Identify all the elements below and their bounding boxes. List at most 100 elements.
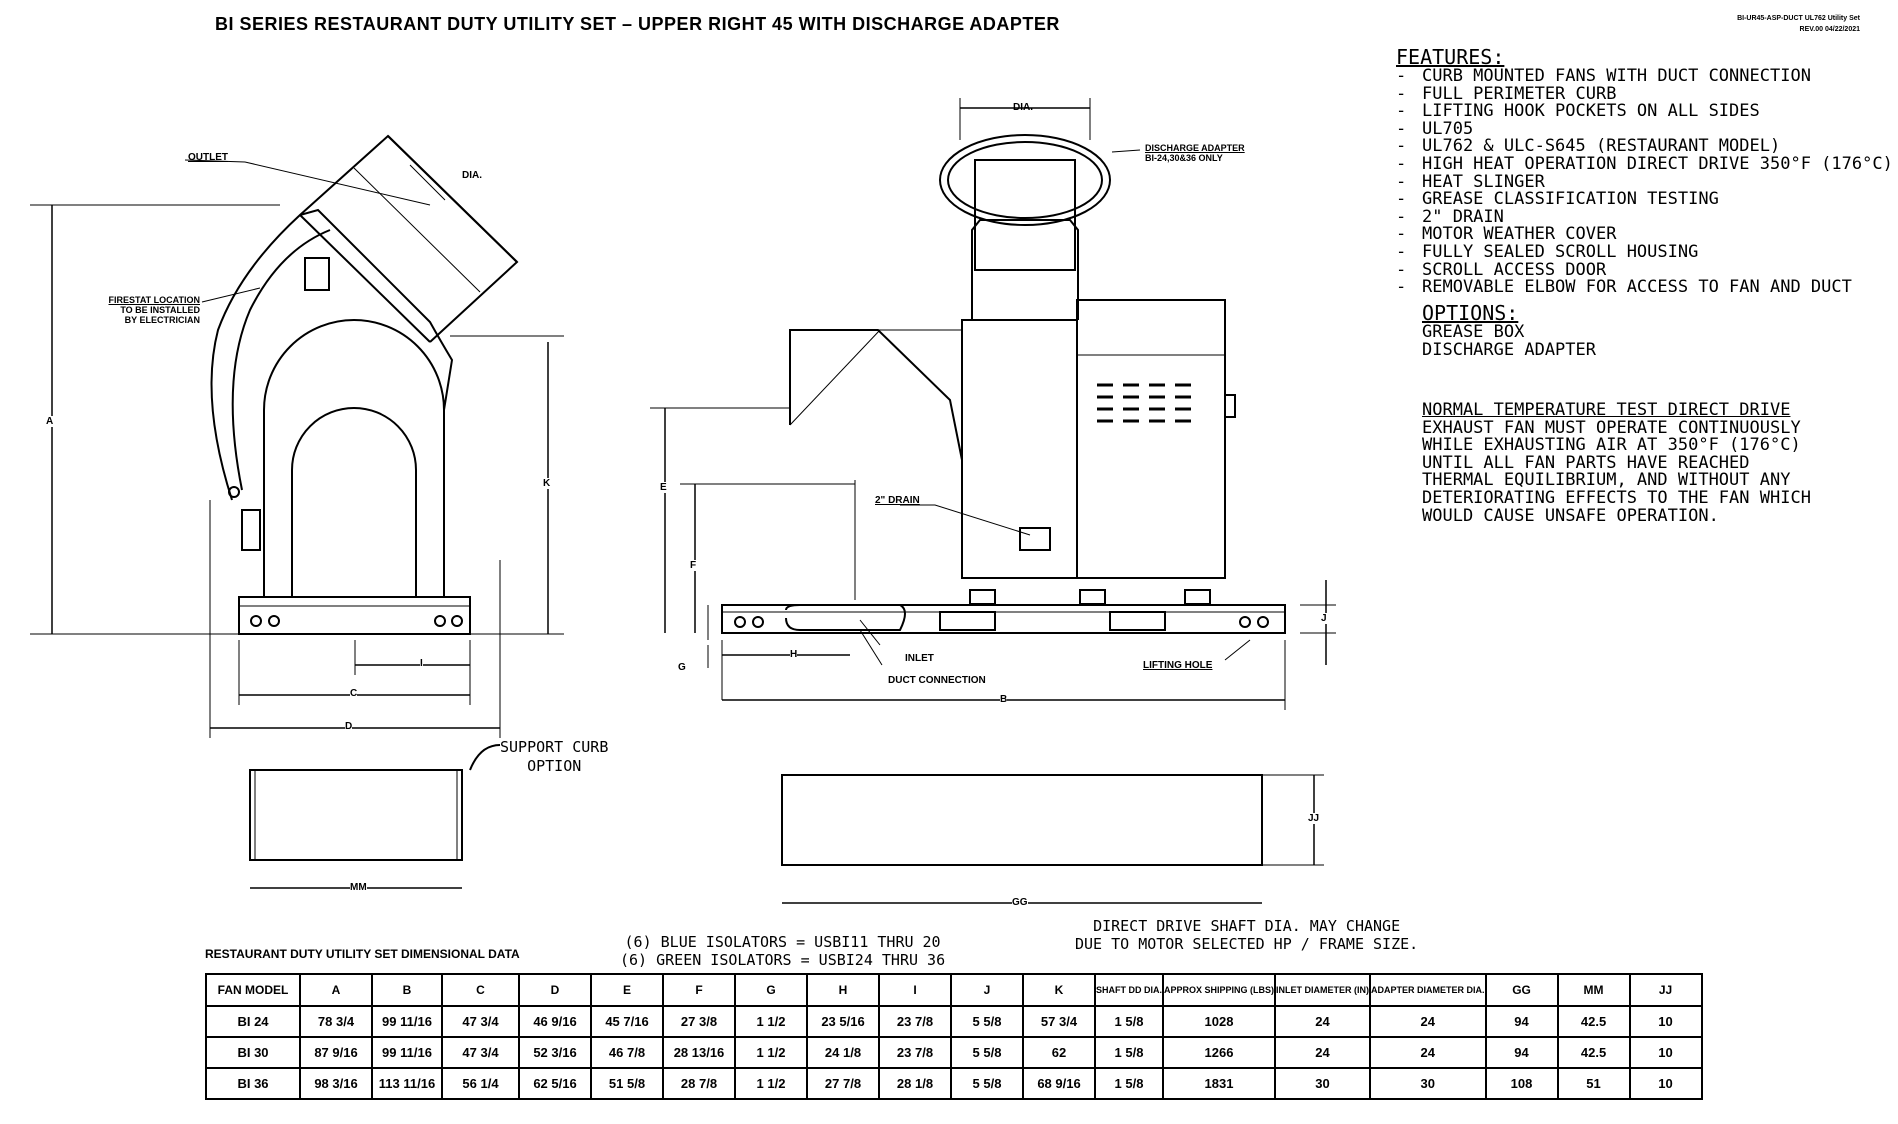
table-cell: 87 9/16 [299,1036,373,1069]
duct-connection-label: DUCT CONNECTION [888,675,986,686]
table-cell: 23 7/8 [878,1005,952,1038]
table-cell: 5 5/8 [950,1036,1024,1069]
table-cell: 62 5/16 [518,1067,592,1100]
table-cell: 28 1/8 [878,1067,952,1100]
dim-mm: MM [350,882,367,893]
feature-item: UL762 & ULC-S645 (RESTAURANT MODEL) [1396,138,1893,156]
feature-item: GREASE CLASSIFICATION TESTING [1396,191,1893,209]
option-item: GREASE BOX [1422,322,1525,342]
drain-label: 2" DRAIN [875,495,920,506]
dim-gg: GG [1012,897,1028,908]
feature-item: LIFTING HOOK POCKETS ON ALL SIDES [1396,103,1893,121]
inlet-label: INLET [905,653,934,664]
feature-item: REMOVABLE ELBOW FOR ACCESS TO FAN AND DU… [1396,279,1893,297]
col-d: D [518,973,592,1007]
col-k: K [1022,973,1096,1007]
feature-item: UL705 [1396,120,1893,139]
table-cell: 45 7/16 [590,1005,664,1038]
table-header-row: FAN MODEL A B C D E F G H I J K SHAFT DD… [205,973,1703,1007]
col-jj: JJ [1628,973,1703,1007]
revision-line-1: BI-UR45-ASP-DUCT UL762 Utility Set [1737,15,1860,22]
table-cell: 68 9/16 [1022,1067,1096,1100]
table-cell: 42.5 [1556,1036,1631,1069]
col-i: I [878,973,952,1007]
feature-item: HIGH HEAT OPERATION DIRECT DRIVE 350°F (… [1396,155,1893,174]
table-cell: 23 7/8 [878,1036,952,1069]
table-cell: 24 [1274,1005,1372,1038]
table-cell: 1 1/2 [734,1067,808,1100]
discharge-adapter-label: DISCHARGE ADAPTER BI-24,30&36 ONLY [1145,143,1245,163]
col-inlet-dia: INLET DIAMETER (IN) [1274,973,1372,1007]
table-cell: 47 3/4 [441,1036,520,1069]
feature-item: CURB MOUNTED FANS WITH DUCT CONNECTION [1396,67,1893,86]
table-cell: 27 7/8 [806,1067,880,1100]
features-heading: FEATURES: [1396,45,1505,69]
col-shaft: SHAFT DD DIA. [1094,973,1164,1007]
table-cell: 113 11/16 [371,1067,443,1100]
left-fan-view [30,134,564,889]
table-cell: 62 [1022,1036,1096,1069]
table-cell: 1 5/8 [1094,1067,1164,1100]
dim-d: D [345,721,353,732]
lifting-hole-label: LIFTING HOLE [1143,660,1213,671]
col-f: F [662,973,736,1007]
table-cell: 10 [1628,1005,1703,1038]
adapter-dia-label: DIA. [1013,102,1033,113]
dimension-table: FAN MODEL A B C D E F G H I J K SHAFT DD… [205,973,1703,1100]
table-cell: 42.5 [1556,1005,1631,1038]
col-j: J [950,973,1024,1007]
option-item: DISCHARGE ADAPTER [1422,339,1596,360]
table-cell: 1028 [1161,1005,1277,1038]
support-curb-label: SUPPORT CURB OPTION [500,738,609,775]
table-cell: BI 30 [205,1036,301,1069]
dim-jj: JJ [1308,813,1320,824]
table-cell: 24 [1274,1036,1372,1069]
feature-item: SCROLL ACCESS DOOR [1396,261,1893,280]
col-gg: GG [1484,973,1559,1007]
outlet-label: OUTLET [188,152,228,163]
options-heading: OPTIONS: [1422,301,1519,325]
revision-block: BI-UR45-ASP-DUCT UL762 Utility Set REV.0… [1700,14,1860,35]
revision-line-2: REV.00 04/22/2021 [1799,25,1860,33]
table-cell: 51 5/8 [590,1067,664,1100]
table-cell: BI 24 [205,1005,301,1038]
dim-g: G [678,662,686,673]
feature-item: MOTOR WEATHER COVER [1396,226,1893,244]
table-cell: 99 11/16 [371,1005,443,1038]
firestat-label: FIRESTAT LOCATION TO BE INSTALLED BY ELE… [108,295,201,325]
dim-i: I [420,658,423,669]
table-cell: 30 [1274,1067,1372,1100]
col-e: E [590,973,664,1007]
col-b: B [371,973,443,1007]
table-cell: 57 3/4 [1022,1005,1096,1038]
table-cell: 10 [1628,1067,1703,1100]
table-cell: 78 3/4 [299,1005,373,1038]
note-line: WOULD CAUSE UNSAFE OPERATION. [1422,505,1719,526]
temperature-note: NORMAL TEMPERATURE TEST DIRECT DRIVE EXH… [1422,401,1811,526]
table-cell: 98 3/16 [299,1067,373,1100]
table-title: RESTAURANT DUTY UTILITY SET DIMENSIONAL … [205,947,520,961]
table-cell: 5 5/8 [950,1005,1024,1038]
table-cell: 1266 [1161,1036,1277,1069]
table-cell: 52 3/16 [518,1036,592,1069]
table-cell: 28 13/16 [662,1036,736,1069]
table-cell: 51 [1556,1067,1631,1100]
table-cell: 30 [1369,1067,1487,1100]
table-cell: 1 1/2 [734,1005,808,1038]
note-line: EXHAUST FAN MUST OPERATE CONTINUOUSLY [1422,417,1801,438]
dim-e: E [660,482,667,493]
col-adapter-dia: ADAPTER DIAMETER DIA. [1369,973,1487,1007]
feature-item: HEAT SLINGER [1396,173,1893,192]
table-cell: 27 3/8 [662,1005,736,1038]
col-fan-model: FAN MODEL [205,973,301,1007]
outlet-dia-label: DIA. [462,170,482,181]
table-cell: 46 9/16 [518,1005,592,1038]
table-cell: 23 5/16 [806,1005,880,1038]
dim-j: J [1321,613,1327,624]
note-line: UNTIL ALL FAN PARTS HAVE REACHED [1422,452,1750,473]
feature-item: 2" DRAIN [1396,208,1893,227]
